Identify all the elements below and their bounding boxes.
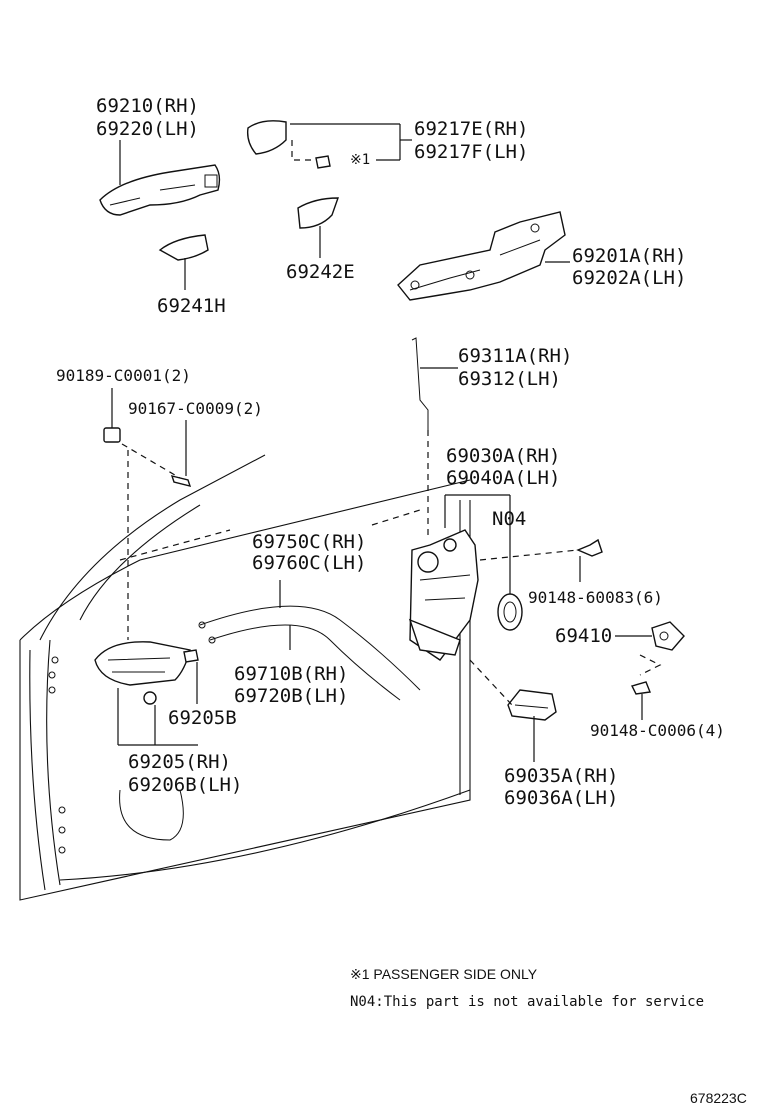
label-rod-rh: 69311A(RH) bbox=[458, 345, 572, 367]
label-bolt-90167: 90167-C0009(2) bbox=[128, 399, 263, 418]
label-outer-handle-rh: 69210(RH) bbox=[96, 95, 199, 117]
lock-screw bbox=[576, 538, 603, 557]
bolt-90167 bbox=[170, 475, 192, 487]
door-cables bbox=[198, 605, 421, 701]
label-inner-bezel: 69205B bbox=[168, 707, 237, 729]
label-handle-cover-rh: 69217E(RH) bbox=[414, 118, 528, 140]
label-handle-cover-lh: 69217F(LH) bbox=[414, 141, 528, 163]
outer-door-handle bbox=[99, 164, 221, 216]
label-lock-cover-rh: 69035A(RH) bbox=[504, 765, 618, 787]
label-frame-rh: 69201A(RH) bbox=[572, 245, 686, 267]
note-n04: N04:This part is not available for servi… bbox=[350, 994, 704, 1010]
label-cable-a-rh: 69750C(RH) bbox=[252, 531, 366, 553]
label-outer-pad: 69241H bbox=[157, 295, 226, 317]
label-bolt-90189: 90189-C0001(2) bbox=[56, 366, 191, 385]
inner-handle-pad bbox=[297, 197, 339, 229]
label-outer-handle-lh: 69220(LH) bbox=[96, 118, 199, 140]
label-rod-lh: 69312(LH) bbox=[458, 368, 561, 390]
inner-handle-bezel bbox=[183, 649, 199, 663]
label-passenger-mark: ※1 bbox=[350, 152, 370, 168]
door-striker bbox=[651, 621, 685, 651]
label-screw-90148-c0006: 90148-C0006(4) bbox=[590, 721, 725, 740]
label-inner-handle-rh: 69205(RH) bbox=[128, 751, 231, 773]
lock-rod bbox=[411, 337, 429, 430]
lock-cover bbox=[507, 689, 557, 721]
label-n04: N04 bbox=[492, 508, 526, 530]
handle-cover bbox=[246, 120, 331, 169]
door-lock-assembly bbox=[408, 529, 479, 661]
figure-id: 678223C bbox=[690, 1090, 747, 1106]
note-passenger-side: ※1 PASSENGER SIDE ONLY bbox=[350, 966, 538, 982]
label-frame-lh: 69202A(LH) bbox=[572, 267, 686, 289]
label-lock-assy-lh: 69040A(LH) bbox=[446, 467, 560, 489]
inner-door-handle bbox=[94, 641, 191, 705]
outer-handle-pad bbox=[158, 234, 209, 261]
lock-seal-ring bbox=[497, 593, 523, 631]
label-screw-90148-60083: 90148-60083(6) bbox=[528, 588, 663, 607]
label-striker: 69410 bbox=[555, 625, 612, 647]
label-inner-pad: 69242E bbox=[286, 261, 355, 283]
bolt-90189 bbox=[103, 427, 121, 443]
label-lock-cover-lh: 69036A(LH) bbox=[504, 787, 618, 809]
label-cable-b-lh: 69720B(LH) bbox=[234, 685, 348, 707]
label-cable-a-lh: 69760C(LH) bbox=[252, 552, 366, 574]
door-panel-outline bbox=[19, 454, 471, 901]
label-cable-b-rh: 69710B(RH) bbox=[234, 663, 348, 685]
striker-screw bbox=[630, 681, 651, 695]
label-lock-assy-rh: 69030A(RH) bbox=[446, 445, 560, 467]
label-inner-handle-lh: 69206B(LH) bbox=[128, 774, 242, 796]
handle-frame bbox=[397, 211, 566, 301]
